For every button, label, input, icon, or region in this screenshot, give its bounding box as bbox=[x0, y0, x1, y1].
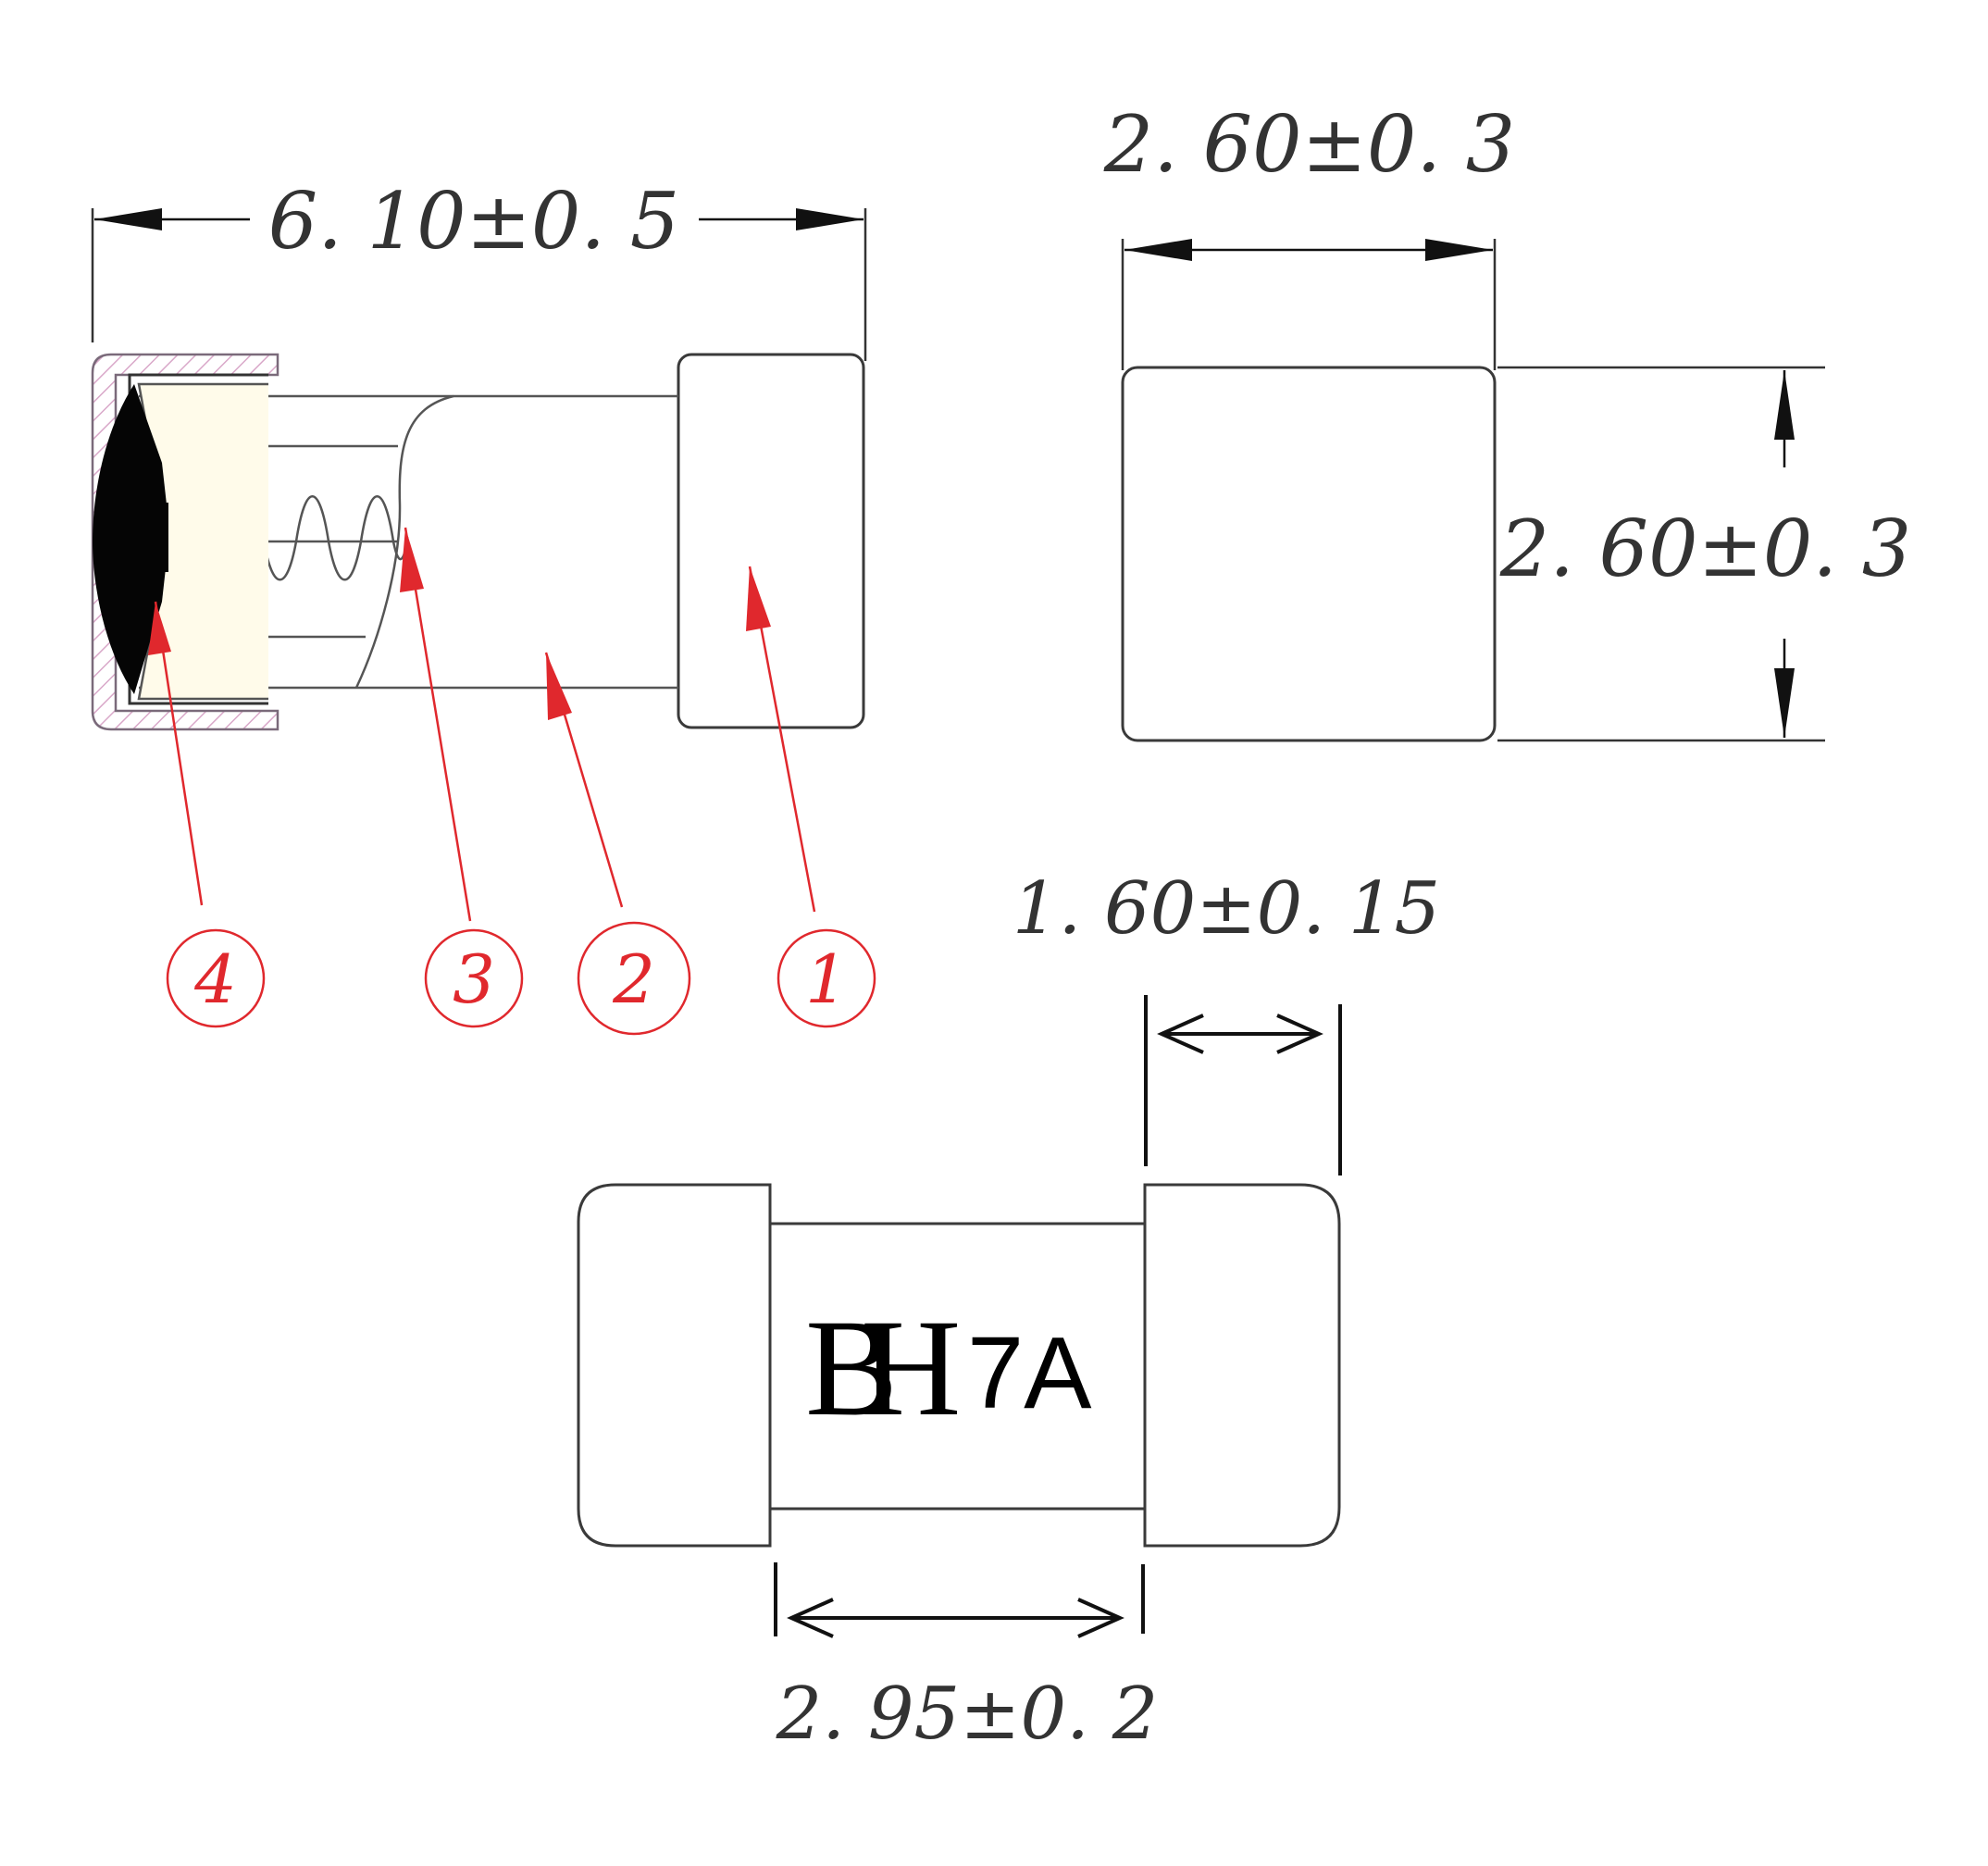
cap-length-label: 1. 60±0. 15 bbox=[1013, 867, 1440, 951]
callout-label-1: 1 bbox=[805, 940, 848, 1018]
callout-arrowhead-3 bbox=[400, 528, 424, 592]
body-curve bbox=[354, 394, 454, 689]
body-length-arrow-right bbox=[1077, 1598, 1124, 1638]
top-view: 1. 60±0. 15 BH 7A 2. 95±0. 2 bbox=[577, 867, 1440, 1756]
dim-arrowhead-right bbox=[796, 208, 864, 230]
callout-circle-4 bbox=[166, 928, 266, 1028]
marking-rating: 7A bbox=[967, 1316, 1092, 1430]
end-height-arrowhead-top bbox=[1774, 370, 1795, 440]
cap-length-arrow-right bbox=[1276, 1014, 1323, 1054]
end-width-arrowhead-right bbox=[1425, 239, 1493, 261]
body-length-arrow-left bbox=[787, 1598, 834, 1638]
solder-neck bbox=[148, 503, 168, 572]
end-width-arrowhead-left bbox=[1124, 239, 1192, 261]
end-width-label: 2. 60±0. 3 bbox=[1103, 99, 1515, 190]
end-height-arrowhead-bottom bbox=[1774, 668, 1795, 738]
callout-circle-2 bbox=[577, 921, 691, 1036]
callout-arrowhead-2 bbox=[546, 653, 572, 720]
callout-circle-3 bbox=[424, 928, 524, 1028]
callout-arrowhead-1 bbox=[746, 566, 771, 631]
callout-label-3: 3 bbox=[453, 940, 495, 1018]
fuse-body bbox=[768, 1222, 1147, 1511]
callout-arrowhead-4 bbox=[148, 602, 171, 655]
callout-label-2: 2 bbox=[612, 940, 655, 1018]
end-view: 2. 60±0. 3 2. 60±0. 3 bbox=[1103, 99, 1911, 742]
callout-circle-1 bbox=[777, 928, 876, 1028]
end-cap-right bbox=[677, 353, 865, 729]
solder-mass bbox=[93, 384, 167, 694]
fuse-cap-right bbox=[1143, 1183, 1341, 1548]
left-cap-hatched bbox=[91, 353, 280, 731]
end-height-label: 2. 60±0. 3 bbox=[1499, 504, 1911, 594]
end-face bbox=[1121, 366, 1497, 742]
callout-arrows bbox=[148, 527, 816, 922]
callout-line-3 bbox=[404, 527, 472, 922]
callout-circles: 4 3 2 1 bbox=[166, 921, 876, 1036]
dim-arrowhead-left bbox=[94, 208, 162, 230]
fuse-cap-left bbox=[577, 1183, 772, 1548]
callout-label-4: 4 bbox=[193, 940, 237, 1018]
body-length-label: 2. 95±0. 2 bbox=[776, 1673, 1159, 1756]
overall-length-label: 6. 10±0. 5 bbox=[268, 176, 679, 267]
cap-length-arrow-left bbox=[1157, 1014, 1204, 1054]
side-section-view: 6. 10±0. 5 bbox=[91, 176, 876, 1036]
